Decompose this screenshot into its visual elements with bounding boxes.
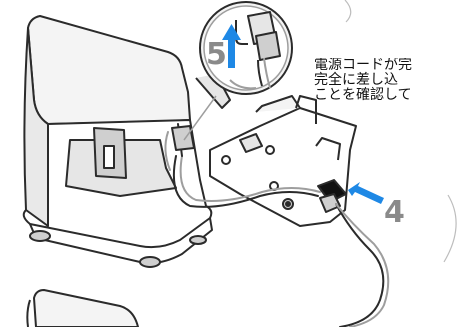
step-4-arrow-icon [348,182,384,204]
second-stand-partial [26,289,139,327]
cable-plug [171,125,195,151]
step-4-number: 4 [384,195,405,230]
step-5-number: 5 [206,37,227,72]
decorative-arc-bottom [443,194,457,263]
note-line-1: 電源コードが完 [314,58,412,73]
cables [164,123,390,327]
step-5-arrow-icon [222,24,241,68]
power-connector [317,179,347,213]
stand-body [22,15,213,268]
note-line-3: ことを確認して [314,87,412,103]
zoom-callout [183,1,293,141]
instruction-note: 電源コードが完 完全に差し込 ことを確認して [314,58,466,103]
decorative-arc-top [344,0,352,23]
note-line-2: 完全に差し込 [314,72,398,88]
